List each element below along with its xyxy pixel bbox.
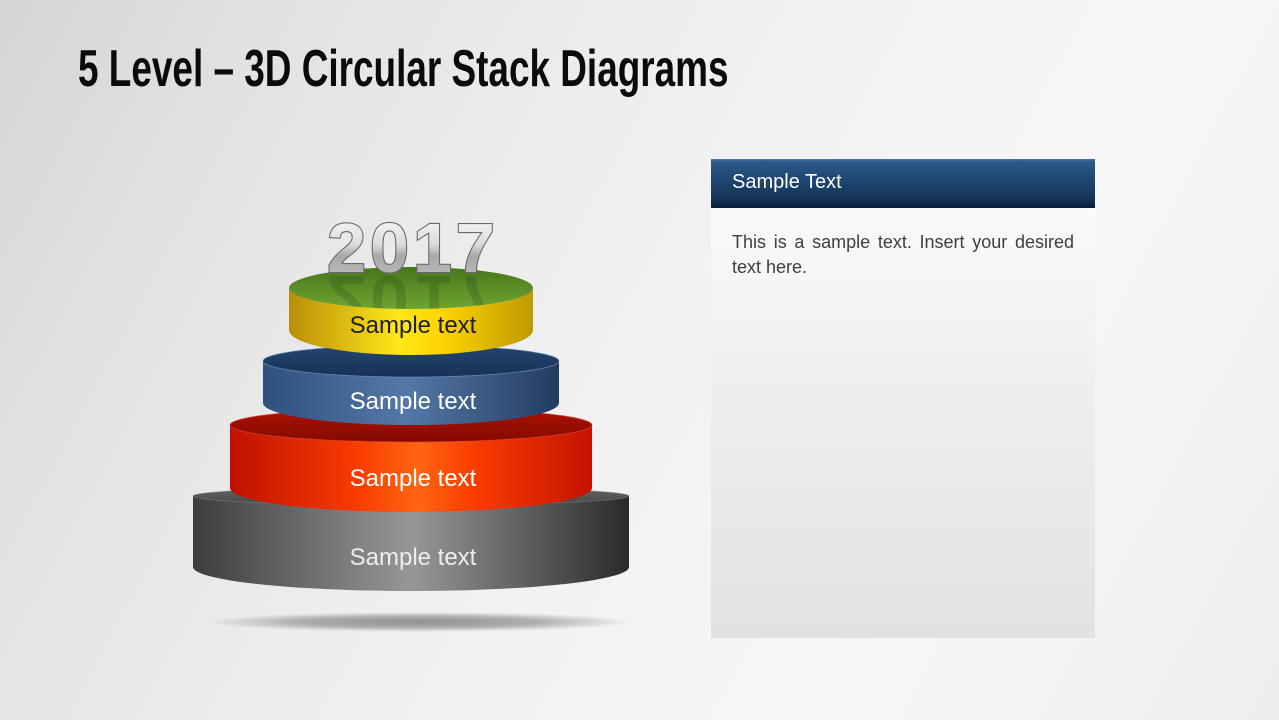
level-2-body: [263, 361, 559, 425]
year-reflection: 2017: [327, 261, 499, 339]
panel-header-title: Sample Text: [732, 170, 842, 193]
stack-diagram: Sample text Sample text Sample text Samp…: [192, 208, 633, 632]
level-1-body: [289, 288, 533, 355]
panel-body: This is a sample text. Insert your desir…: [711, 208, 1095, 638]
slide-title-text: 5 Level – 3D Circular Stack Diagrams: [78, 40, 729, 98]
panel-body-text: This is a sample text. Insert your desir…: [732, 232, 1074, 277]
level-4-label: Sample text: [350, 544, 477, 571]
text-panel: Sample Text This is a sample text. Inser…: [711, 159, 1095, 638]
year-label: 2017: [327, 209, 499, 287]
level-3-body: [230, 425, 592, 512]
level-1-label: Sample text: [350, 312, 477, 339]
panel-header: Sample Text: [711, 159, 1095, 208]
level-1-top: [289, 267, 533, 309]
slide-title: 5 Level – 3D Circular Stack Diagrams: [78, 40, 994, 98]
level-2-label: Sample text: [350, 388, 477, 415]
level-3-label: Sample text: [350, 465, 477, 492]
stack-shadow: [207, 612, 633, 632]
level-4-body: [193, 496, 629, 591]
